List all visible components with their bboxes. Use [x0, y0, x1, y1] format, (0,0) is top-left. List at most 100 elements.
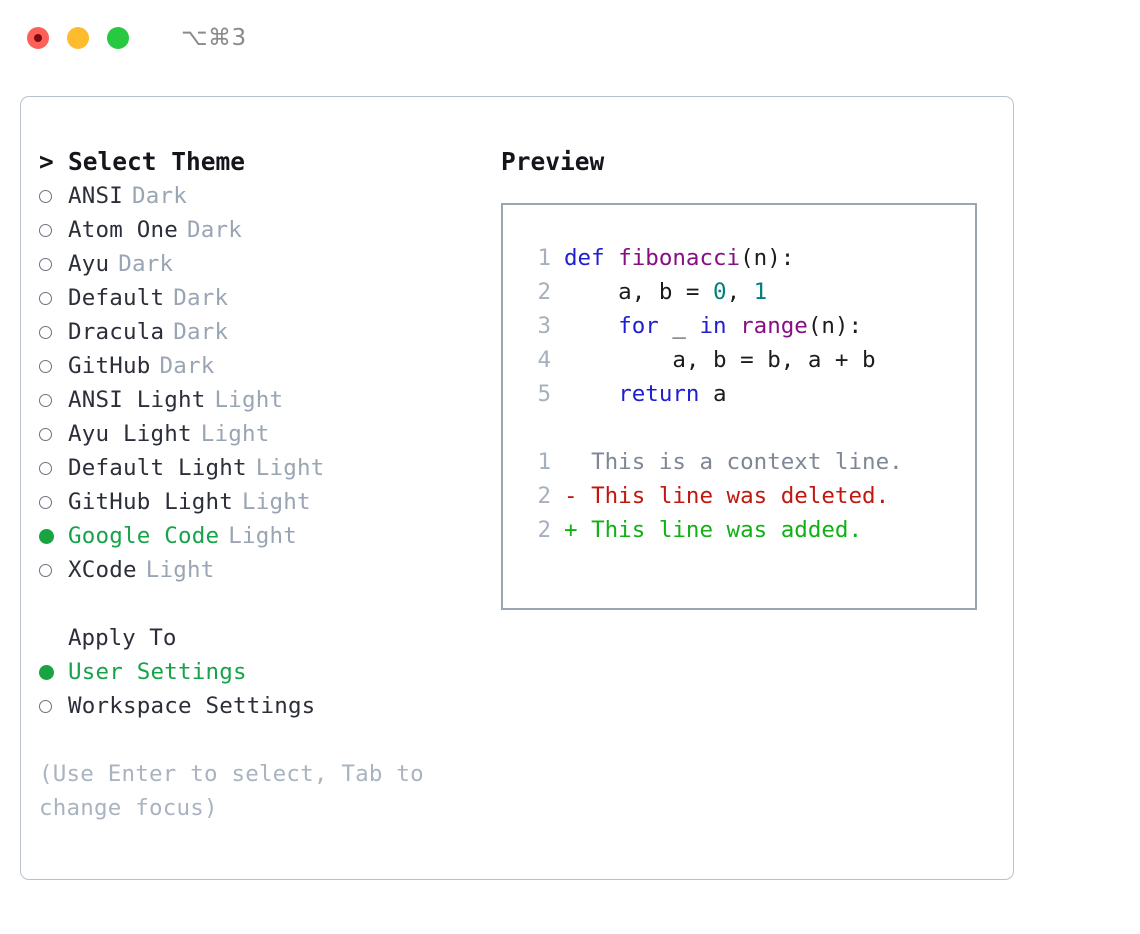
keyboard-help-text: (Use Enter to select, Tab to change focu… — [39, 761, 424, 821]
diff-line-added: 2+ This line was added. — [521, 513, 975, 547]
code-token-pl: a, b = — [564, 279, 714, 305]
theme-option-github[interactable]: GitHub Dark — [39, 349, 486, 383]
theme-option-label: Dracula — [68, 319, 165, 345]
theme-option-label: ANSI Light — [68, 387, 206, 413]
theme-option-label: Google Code — [68, 523, 220, 549]
radio-selected-icon — [39, 528, 68, 544]
theme-option-label: Ayu — [68, 251, 110, 277]
code-token-kw: return — [618, 381, 700, 407]
code-token-fn: fibonacci — [618, 245, 741, 271]
diff-line-number: 2 — [537, 517, 551, 543]
code-line-text: a, b = b, a + b — [564, 343, 876, 377]
code-token-pl — [727, 313, 741, 339]
theme-variant-badge: Dark — [173, 319, 229, 345]
theme-variant-badge: Light — [214, 387, 284, 413]
code-token-pl: a — [699, 381, 727, 407]
code-line-number: 1 — [537, 245, 551, 271]
preview-gap — [521, 411, 975, 445]
theme-option-ayu[interactable]: Ayu Dark — [39, 247, 486, 281]
diff-marker-spacer — [578, 513, 592, 547]
code-line: 3 for _ in range(n): — [521, 309, 975, 343]
radio-unselected-icon — [39, 223, 68, 237]
diff-marker-spacer — [578, 445, 592, 479]
radio-unselected-icon — [39, 427, 68, 441]
theme-variant-badge: Dark — [118, 251, 174, 277]
code-line-number: 2 — [537, 279, 551, 305]
theme-option-google-code[interactable]: Google Code Light — [39, 519, 486, 553]
theme-option-dracula[interactable]: Dracula Dark — [39, 315, 486, 349]
code-line: 2 a, b = 0, 1 — [521, 275, 975, 309]
theme-variant-badge: Dark — [186, 217, 242, 243]
theme-variant-badge: Dark — [173, 285, 229, 311]
radio-unselected-icon — [39, 699, 68, 713]
code-token-pl: a, b = b, a + b — [564, 347, 876, 373]
theme-option-ansi[interactable]: ANSI Dark — [39, 179, 486, 213]
theme-option-label: Ayu Light — [68, 421, 192, 447]
code-token-pl: _ — [658, 313, 700, 339]
code-line-number: 5 — [537, 381, 551, 407]
maximize-window-button[interactable] — [107, 27, 129, 49]
radio-glyph — [39, 325, 52, 339]
radio-glyph — [39, 291, 52, 305]
radio-glyph — [39, 528, 54, 544]
radio-unselected-icon — [39, 563, 68, 577]
radio-unselected-icon — [39, 393, 68, 407]
theme-option-label: Atom One — [68, 217, 178, 243]
radio-glyph — [39, 495, 52, 509]
close-window-button[interactable] — [27, 27, 49, 49]
page-title: > Select Theme — [39, 145, 486, 179]
theme-variant-badge: Dark — [132, 183, 187, 209]
diff-line-text: This is a context line. — [591, 449, 903, 475]
diff-line-text: This line was deleted. — [591, 483, 890, 509]
apply-to-option-workspace-settings[interactable]: Workspace Settings — [39, 689, 486, 723]
radio-glyph — [39, 223, 52, 237]
theme-variant-badge: Dark — [159, 353, 215, 379]
code-token-pl — [564, 313, 618, 339]
radio-unselected-icon — [39, 495, 68, 509]
code-token-fn: range — [740, 313, 808, 339]
prompt-caret-icon: > — [39, 147, 54, 176]
list-spacer — [39, 587, 486, 621]
theme-option-label: GitHub — [68, 353, 151, 379]
diff-line-number: 1 — [537, 449, 551, 475]
code-line-text: for _ in range(n): — [564, 309, 862, 343]
page-title-label: Select Theme — [68, 147, 246, 176]
code-line-number: 4 — [537, 347, 551, 373]
theme-variant-badge: Light — [228, 523, 297, 549]
code-token-kw: def — [564, 245, 619, 271]
theme-variant-badge: Light — [255, 455, 325, 481]
radio-selected-icon — [39, 664, 68, 680]
code-line-text: return a — [564, 377, 727, 411]
radio-unselected-icon — [39, 189, 68, 203]
code-token-num: 0 — [713, 279, 727, 305]
code-token-num: 1 — [753, 279, 768, 305]
minimize-window-button[interactable] — [67, 27, 89, 49]
diff-marker-icon: + — [564, 517, 578, 543]
theme-option-label: ANSI — [68, 183, 123, 209]
radio-glyph — [39, 189, 52, 203]
radio-unselected-icon — [39, 325, 68, 339]
code-line: 5 return a — [521, 377, 975, 411]
theme-option-atom-one[interactable]: Atom One Dark — [39, 213, 486, 247]
code-token-kw: in — [699, 313, 727, 339]
code-token-pl: (n): — [807, 313, 863, 339]
code-line-text: def fibonacci(n): — [564, 241, 794, 275]
radio-glyph — [39, 427, 52, 441]
apply-to-option-user-settings[interactable]: User Settings — [39, 655, 486, 689]
code-token-pl — [564, 381, 618, 407]
apply-to-header: Apply To — [39, 621, 486, 655]
diff-sample: 1 This is a context line.2- This line wa… — [521, 445, 975, 547]
theme-option-ansi-light[interactable]: ANSI Light Light — [39, 383, 486, 417]
theme-option-label: GitHub Light — [68, 489, 233, 515]
